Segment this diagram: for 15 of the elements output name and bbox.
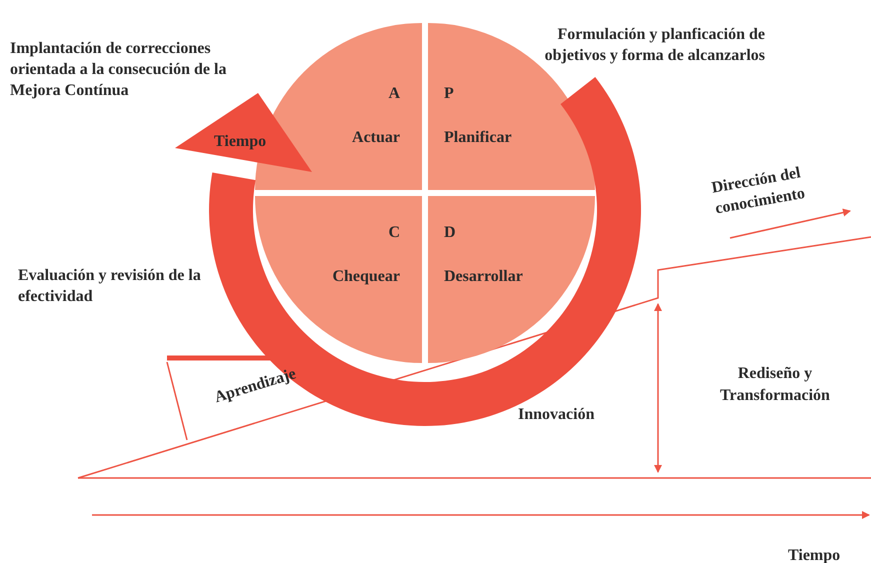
annotation-text: Evaluación y revisión de la efectividad	[18, 266, 202, 307]
quadrant-label: Actuar	[352, 129, 400, 147]
direction-label: Dirección del conocimiento	[710, 163, 808, 220]
quadrant-letter: P	[444, 85, 454, 103]
quadrant-letter: C	[388, 224, 400, 242]
annotation-text: Implantación de correcciones orientada a la consecución de la Mejora Contínua	[10, 39, 228, 101]
annotation-text: Rediseño y Transformación	[719, 364, 831, 406]
quadrant-letter: A	[388, 85, 400, 103]
arrow-label: Tiempo	[214, 132, 268, 152]
quadrant-letter: D	[444, 224, 456, 242]
annotation-text: Formulación y planficación de objetivos y forma de alcanzarlos	[544, 25, 765, 66]
dimension-label: Innovación	[518, 405, 596, 425]
quadrant-label: Desarrollar	[444, 268, 523, 286]
quadrant-label: Chequear	[332, 268, 400, 286]
quadrant-label: Planificar	[444, 129, 512, 147]
